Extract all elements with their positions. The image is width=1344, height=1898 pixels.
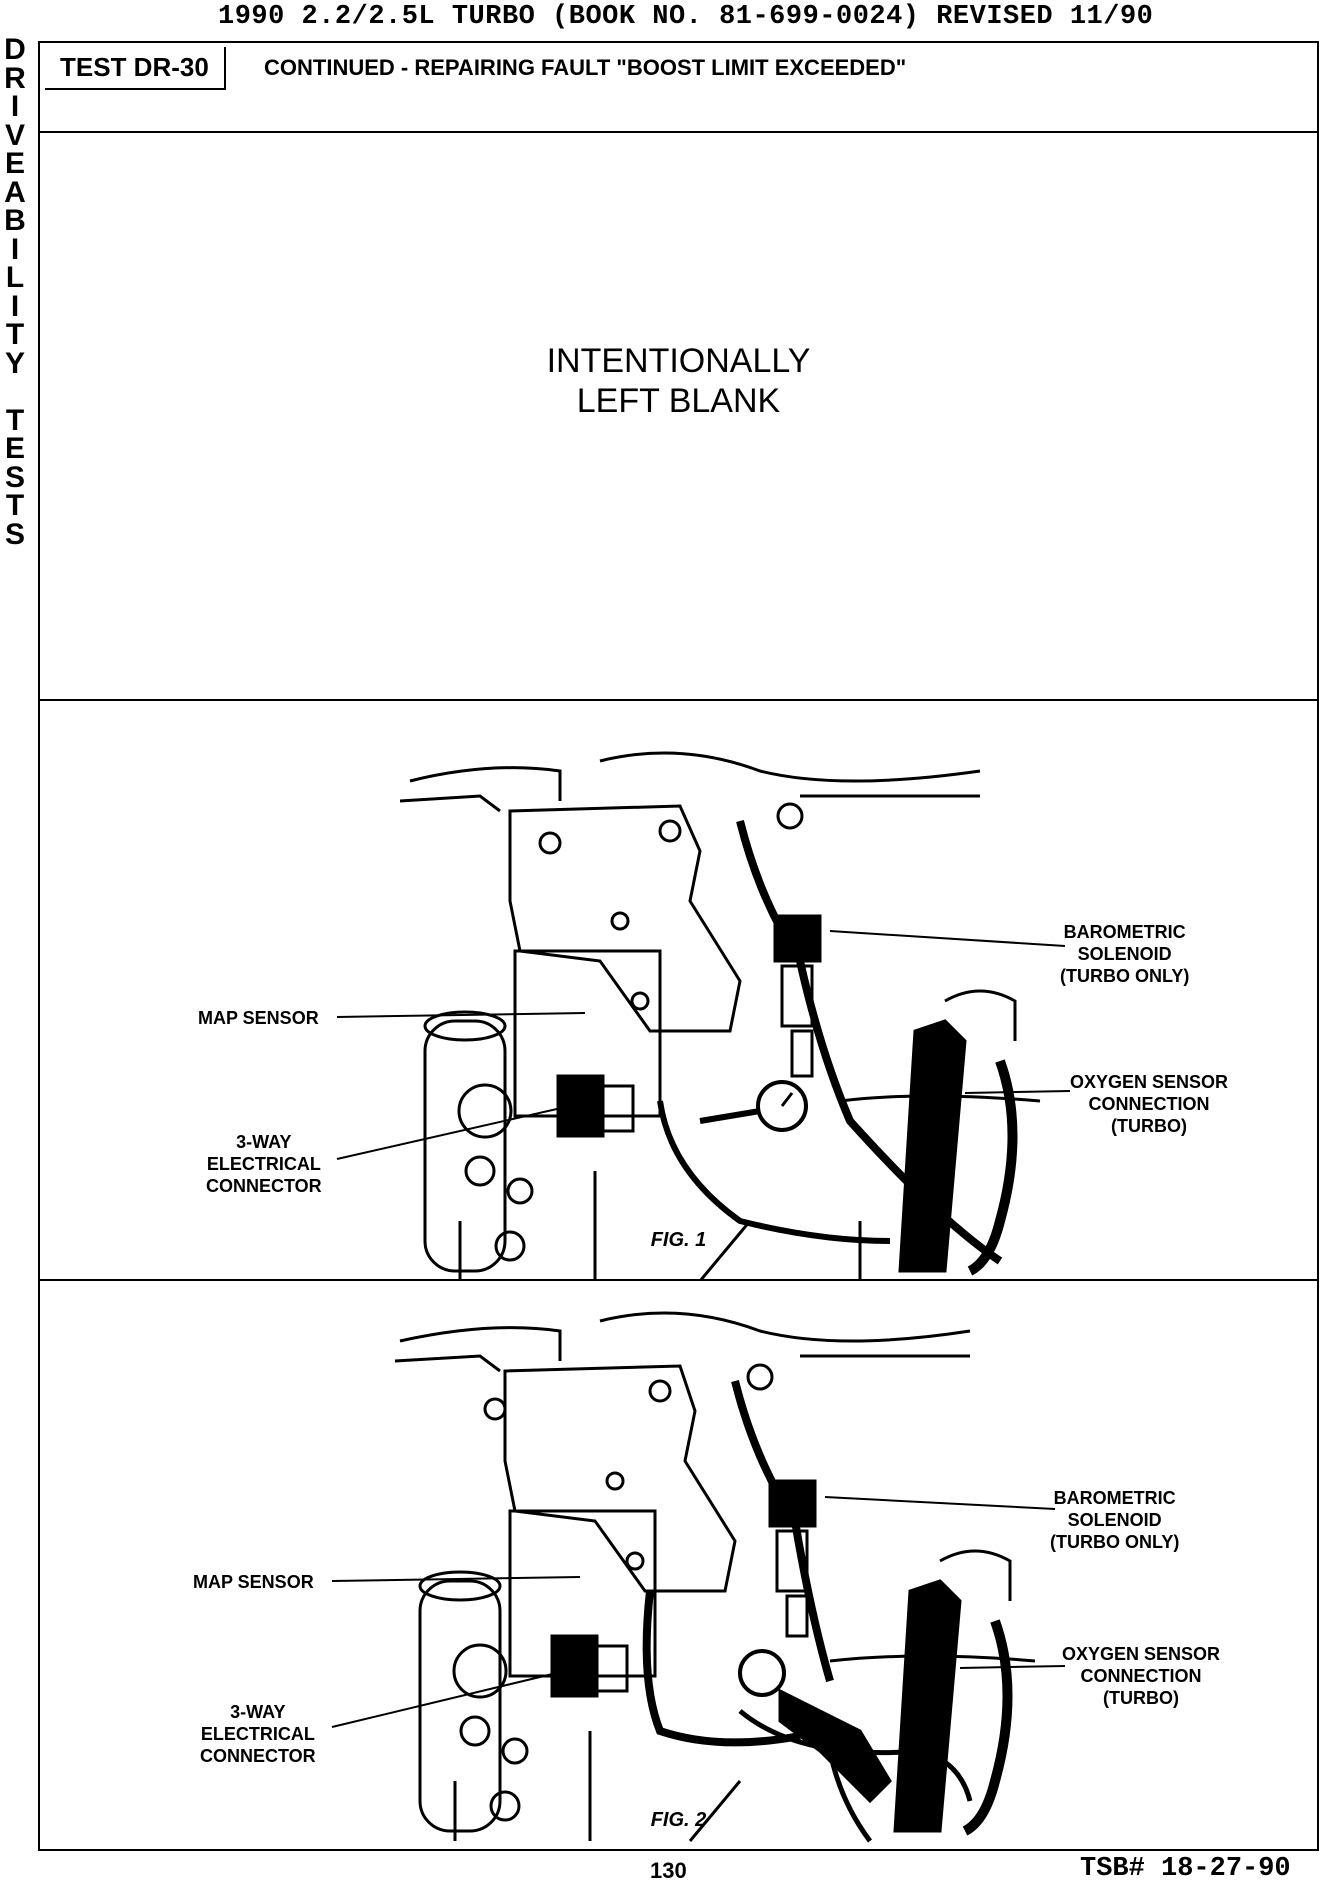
fig1-oxy-line-1: OXYGEN SENSOR [1070, 1072, 1229, 1092]
side-tab-letter: S [4, 460, 25, 494]
side-tab-letter: L [5, 261, 25, 294]
fig1-connector-line-2: ELECTRICAL [206, 1154, 321, 1174]
fig2-connector-label: 3-WAY ELECTRICAL CONNECTOR [200, 1701, 316, 1767]
side-tab-letter: E [4, 147, 25, 180]
fig1-connector-line-1: 3-WAY [236, 1132, 292, 1152]
fig2-map-sensor-label: MAP SENSOR [193, 1572, 314, 1592]
test-title-row: TEST DR-30 CONTINUED - REPAIRING FAULT "… [40, 43, 1317, 133]
side-tab-letter: T [5, 318, 25, 351]
test-title: CONTINUED - REPAIRING FAULT "BOOST LIMIT… [264, 55, 907, 80]
page-number: 130 [650, 1858, 687, 1883]
fig1-baro-line-3: (TURBO ONLY) [1060, 966, 1190, 986]
book-header: 1990 2.2/2.5L TURBO (BOOK NO. 81-699-002… [218, 2, 1154, 32]
fig1-oxy-line-3: (TURBO) [1111, 1116, 1188, 1136]
fig1-baro-line-2: SOLENOID [1077, 944, 1172, 964]
side-tab-letter: B [4, 204, 26, 237]
side-tab-letter: V [4, 118, 25, 152]
fig1-map-sensor-label: MAP SENSOR [198, 1008, 319, 1028]
fig2-baro-label: BAROMETRIC SOLENOID (TURBO ONLY) [1050, 1487, 1179, 1553]
fig1-oxy-label: OXYGEN SENSOR CONNECTION (TURBO) [1070, 1071, 1228, 1137]
fig2-connector-line-3: CONNECTOR [200, 1746, 316, 1766]
fig1-baro-line-1: BAROMETRIC [1063, 922, 1186, 942]
fig2-connector-line-1: 3-WAY [230, 1702, 286, 1722]
side-tab-letter: I [10, 289, 20, 323]
fig2-baro-line-1: BAROMETRIC [1053, 1488, 1176, 1508]
fig1-oxy-line-2: CONNECTION [1088, 1094, 1210, 1114]
blank-area: INTENTIONALLY LEFT BLANK [40, 131, 1317, 701]
side-tab-letter: T [5, 489, 25, 522]
figure-2-drawing [331, 1311, 1066, 1843]
side-tab-letter: A [4, 175, 26, 209]
fig2-oxy-line-2: CONNECTION [1080, 1666, 1202, 1686]
side-tab-letter: R [4, 61, 26, 95]
figure-2: MAP SENSOR 3-WAY ELECTRICAL CONNECTOR BA… [40, 1281, 1317, 1849]
fig1-caption: FIG. 1 [650, 1229, 707, 1251]
fig1-connector-label: 3-WAY ELECTRICAL CONNECTOR [206, 1131, 322, 1197]
side-tab-letter [0, 378, 30, 407]
fig1-baro-label: BAROMETRIC SOLENOID (TURBO ONLY) [1060, 921, 1189, 987]
fig2-oxy-line-1: OXYGEN SENSOR [1062, 1644, 1221, 1664]
fig2-oxy-label: OXYGEN SENSOR CONNECTION (TURBO) [1062, 1643, 1220, 1709]
side-tab-letter: I [10, 90, 20, 123]
blank-notice: INTENTIONALLY LEFT BLANK [40, 341, 1317, 421]
test-id: TEST DR-30 [45, 47, 226, 90]
tsb-number: TSB# 18-27-90 [1080, 1854, 1291, 1884]
fig2-connector-line-2: ELECTRICAL [200, 1724, 315, 1744]
fig2-caption: FIG. 2 [650, 1809, 707, 1831]
blank-line-2: LEFT BLANK [576, 382, 781, 420]
figure-1-drawing [336, 751, 1071, 1279]
fig2-oxy-line-3: (TURBO) [1103, 1688, 1180, 1708]
fig1-connector-line-3: CONNECTOR [206, 1176, 322, 1196]
figure-1: MAP SENSOR 3-WAY ELECTRICAL CONNECTOR BA… [40, 701, 1317, 1281]
side-tab-letter: I [10, 232, 20, 266]
side-tab-letter: S [4, 517, 25, 551]
side-tab-letter: Y [4, 346, 25, 380]
side-tab-letter: T [5, 403, 25, 437]
side-tab-letter: D [4, 33, 26, 66]
page-frame: TEST DR-30 CONTINUED - REPAIRING FAULT "… [38, 41, 1319, 1851]
fig2-baro-line-3: (TURBO ONLY) [1050, 1532, 1180, 1552]
blank-line-1: INTENTIONALLY [546, 342, 811, 380]
fig2-baro-line-2: SOLENOID [1067, 1510, 1162, 1530]
side-tab-letter: E [4, 432, 25, 465]
